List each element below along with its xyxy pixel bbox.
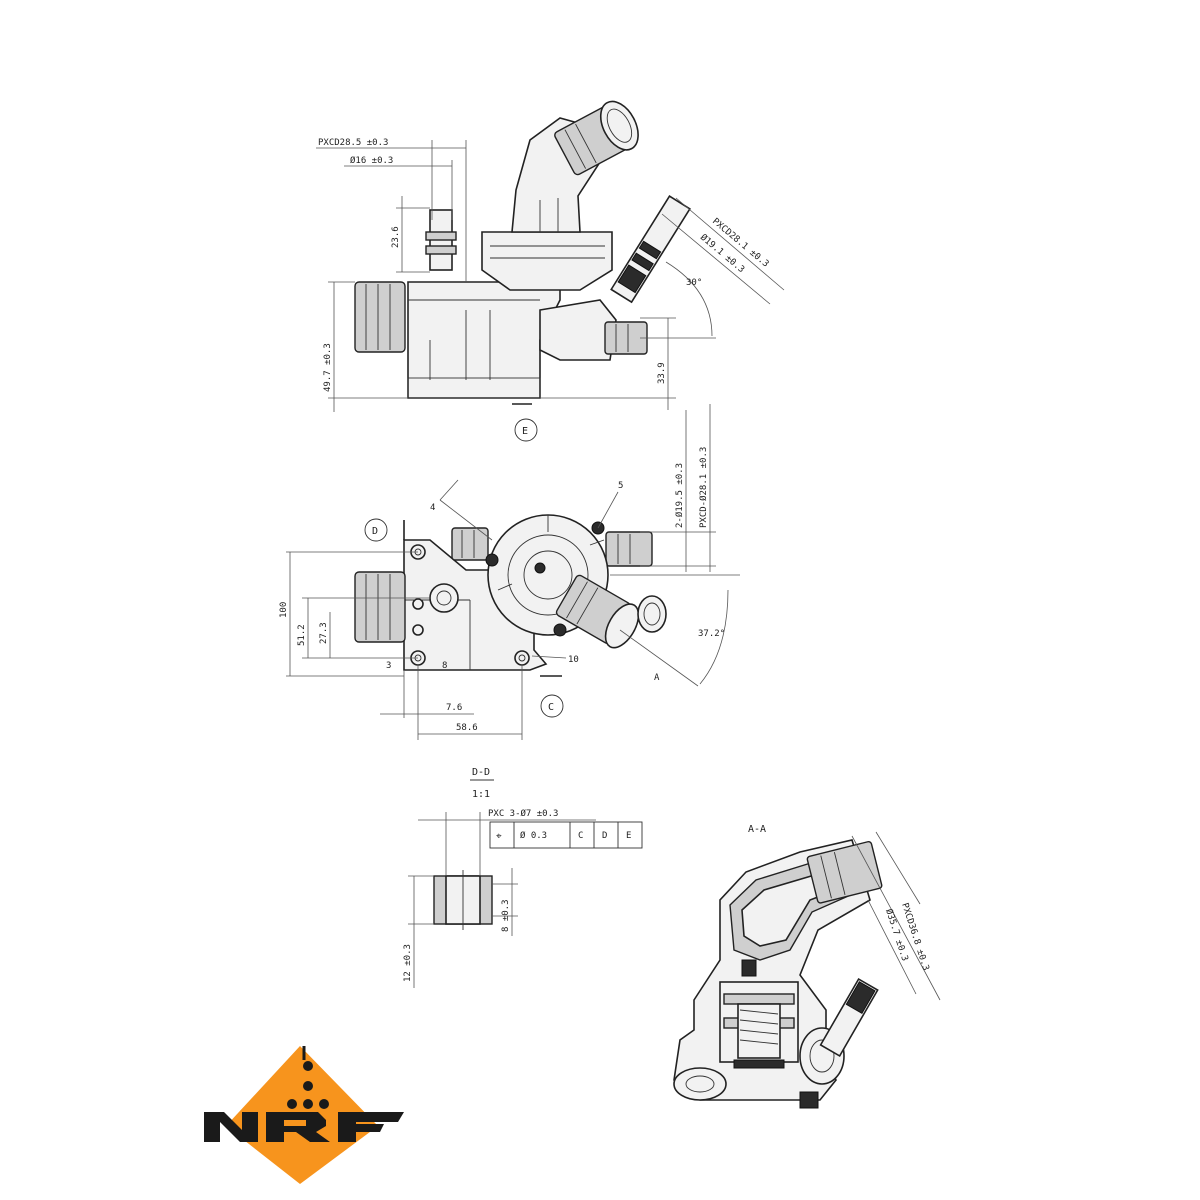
dim-8-dd: 8 ±0.3 bbox=[501, 899, 511, 932]
dim-33-9: 33.9 bbox=[657, 362, 667, 384]
dim-dia16: Ø16 ±0.3 bbox=[350, 155, 393, 166]
section-dd-title: D-D bbox=[472, 767, 490, 778]
label-5: 5 bbox=[618, 481, 623, 491]
dim-51-2: 51.2 bbox=[297, 624, 307, 646]
tol-ref-e: E bbox=[626, 831, 631, 841]
dim-12: 12 ±0.3 bbox=[403, 944, 413, 982]
dim-pcd-top: PXCD28.5 ±0.3 bbox=[318, 138, 388, 148]
section-aa-title: A-A bbox=[748, 824, 766, 835]
dim-7-6: 7.6 bbox=[446, 703, 462, 713]
tol-value: Ø 0.3 bbox=[520, 830, 547, 841]
dim-pcd-vert: PXCD-Ø28.1 ±0.3 bbox=[698, 447, 709, 528]
dim-37-2: 37.2° bbox=[698, 629, 725, 639]
top-view: E PXCD28.5 ±0.3 Ø16 ±0.3 23.6 49.7 ±0.3 … bbox=[316, 100, 785, 442]
dim-8: 8 bbox=[442, 661, 447, 671]
dim-pcd-dd: PXC 3-Ø7 ±0.3 bbox=[488, 808, 558, 819]
datum-d-label: D bbox=[372, 526, 378, 537]
datum-c-label: C bbox=[548, 702, 554, 713]
datum-e-label: E bbox=[522, 426, 528, 437]
dim-100: 100 bbox=[279, 602, 289, 618]
dim-23-6: 23.6 bbox=[391, 226, 401, 248]
dim-3: 3 bbox=[386, 661, 391, 671]
dim-58-6: 58.6 bbox=[456, 723, 478, 733]
dim-dia19-vert: 2-Ø19.5 ±0.3 bbox=[674, 463, 685, 528]
label-a: A bbox=[654, 673, 660, 683]
front-view: 4 5 D 2-Ø19.5 ±0.3 PXCD-Ø28.1 ±0.3 100 5… bbox=[279, 404, 740, 740]
tol-ref-c: C bbox=[578, 831, 583, 841]
section-dd: D-D 1:1 PXC 3-Ø7 ±0.3 ⌖ Ø 0.3 C D E 12 ±… bbox=[403, 767, 643, 988]
dim-10: 10 bbox=[568, 655, 579, 665]
tol-symbol: ⌖ bbox=[496, 831, 502, 842]
dim-49-7: 49.7 ±0.3 bbox=[323, 343, 333, 392]
dim-pcd-aa: PXCD36.8 ±0.3 bbox=[899, 902, 930, 972]
dim-angle-30: 30° bbox=[686, 278, 702, 288]
brand-logo bbox=[204, 1046, 404, 1184]
section-dd-scale: 1:1 bbox=[472, 789, 490, 800]
label-4: 4 bbox=[430, 503, 435, 513]
tol-ref-d: D bbox=[602, 831, 607, 841]
section-aa: A-A PXCD36.8 ±0.3 bbox=[673, 824, 941, 1109]
dim-27-3: 27.3 bbox=[319, 622, 329, 644]
